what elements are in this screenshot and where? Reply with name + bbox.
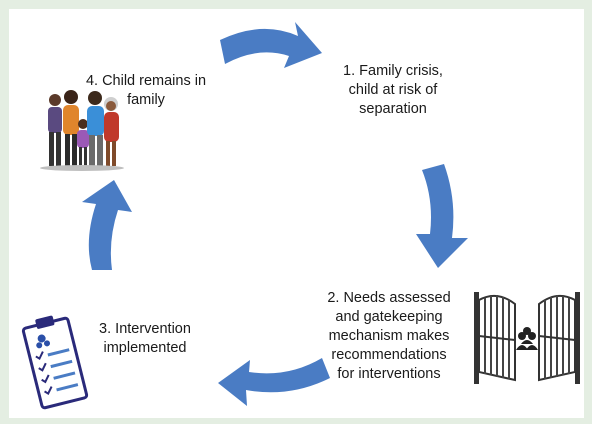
step-3-label: 3. Intervention implemented bbox=[99, 321, 191, 356]
gate-icon bbox=[474, 292, 580, 384]
arrow-step1-to-step2 bbox=[416, 164, 468, 268]
clipboard-checklist-icon bbox=[21, 315, 89, 410]
arrow-step2-to-step3 bbox=[218, 358, 330, 406]
arrow-step3-to-step4 bbox=[82, 180, 132, 270]
arrow-step4-to-step1 bbox=[220, 22, 322, 68]
family-group-icon bbox=[40, 90, 124, 171]
step-2-label: 2. Needs assessed and gatekeeping mechan… bbox=[327, 290, 451, 382]
step-4-label: 4. Child remains in family bbox=[85, 73, 207, 108]
step-1-label: 1. Family crisis, child at risk of separ… bbox=[343, 63, 443, 117]
